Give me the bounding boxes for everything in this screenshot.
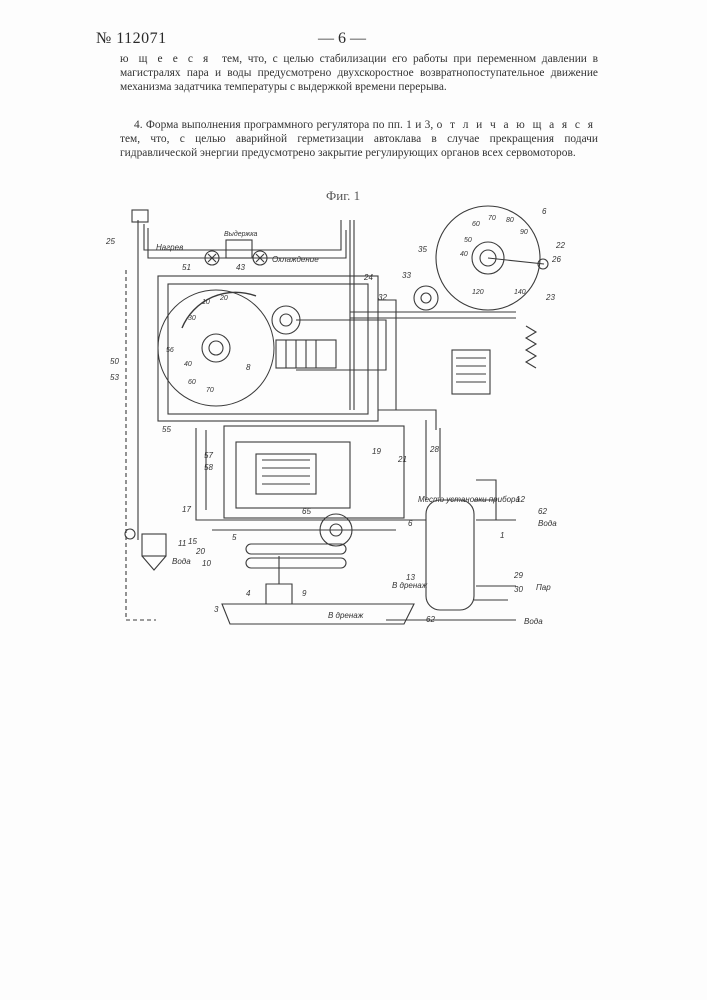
dial-80: 80 xyxy=(506,217,514,224)
label-drain-2: В дренаж xyxy=(392,581,428,590)
label-56: 56 xyxy=(166,347,174,354)
paragraph-continued: ю щ е е с я тем, что, с целью стабилизац… xyxy=(120,52,598,95)
label-water-bottom: Вода xyxy=(524,617,543,626)
label-drain: В дренаж xyxy=(328,611,364,620)
label-8: 8 xyxy=(246,363,251,372)
claim-4-text: тем, что, с целью аварийной герметизации… xyxy=(120,133,598,159)
dial-140: 140 xyxy=(514,289,526,296)
paragraph-claim-4: 4. Форма выполнения программного регулят… xyxy=(120,118,598,161)
label-43: 43 xyxy=(236,263,245,272)
label-6b: 6 xyxy=(542,207,547,216)
label-19: 19 xyxy=(372,447,381,456)
label-53: 53 xyxy=(110,373,119,382)
label-steam: Пар xyxy=(536,583,551,592)
label-62b: 62 xyxy=(426,615,435,624)
claim-4-spaced: о т л и ч а ю щ а я с я xyxy=(437,119,596,131)
label-28: 28 xyxy=(429,445,439,454)
disk-30: 30 xyxy=(188,315,196,322)
patent-number: № 112071 xyxy=(96,30,167,48)
label-57: 57 xyxy=(204,451,213,460)
label-device-place: Место установки прибора xyxy=(418,495,520,504)
label-32: 32 xyxy=(378,293,387,302)
disk-60: 60 xyxy=(188,379,196,386)
label-17: 17 xyxy=(182,505,191,514)
label-12: 12 xyxy=(516,495,525,504)
dial-120: 120 xyxy=(472,289,484,296)
dial-60: 60 xyxy=(472,221,480,228)
label-water-left: Вода xyxy=(172,557,191,566)
label-5: 5 xyxy=(232,533,237,542)
label-cooling: Охлаждение xyxy=(272,255,319,264)
disk-40: 40 xyxy=(184,361,192,368)
label-29: 29 xyxy=(513,571,523,580)
label-50: 50 xyxy=(110,357,119,366)
label-21: 21 xyxy=(397,455,407,464)
label-3: 3 xyxy=(214,605,219,614)
dial-50: 50 xyxy=(464,237,472,244)
page-number: — 6 — xyxy=(318,30,366,48)
dial-90: 90 xyxy=(520,229,528,236)
claim-4-lead: 4. Форма выполнения программного регулят… xyxy=(134,119,433,131)
label-20: 20 xyxy=(195,547,205,556)
label-25: 25 xyxy=(105,237,115,246)
label-51: 51 xyxy=(182,263,191,272)
label-22: 22 xyxy=(555,241,565,250)
label-water-right: Вода xyxy=(538,519,557,528)
dial-40: 40 xyxy=(460,251,468,258)
spaced-word: ю щ е е с я xyxy=(120,53,211,65)
label-55: 55 xyxy=(162,425,171,434)
label-heat: Нагрев xyxy=(156,243,183,252)
label-58: 58 xyxy=(204,463,213,472)
label-9: 9 xyxy=(302,589,307,598)
label-30: 30 xyxy=(514,585,523,594)
label-4: 4 xyxy=(246,589,251,598)
dial-70: 70 xyxy=(488,215,496,222)
label-hold: Выдержка xyxy=(224,230,258,238)
label-10: 10 xyxy=(202,559,211,568)
technical-drawing: 25 Нагрев Выдержка Охлаждение 50 53 55 5… xyxy=(96,200,616,640)
disk-10: 10 xyxy=(202,299,210,306)
label-23: 23 xyxy=(545,293,555,302)
label-1: 1 xyxy=(500,531,504,540)
label-11: 11 xyxy=(178,539,186,548)
label-15: 15 xyxy=(188,537,197,546)
label-65: 65 xyxy=(302,507,311,516)
label-35: 35 xyxy=(418,245,427,254)
disk-70: 70 xyxy=(206,387,214,394)
disk-20: 20 xyxy=(219,295,228,302)
label-24: 24 xyxy=(363,273,373,282)
label-33: 33 xyxy=(402,271,411,280)
label-6: 6 xyxy=(408,519,413,528)
label-62: 62 xyxy=(538,507,547,516)
label-26: 26 xyxy=(551,255,561,264)
